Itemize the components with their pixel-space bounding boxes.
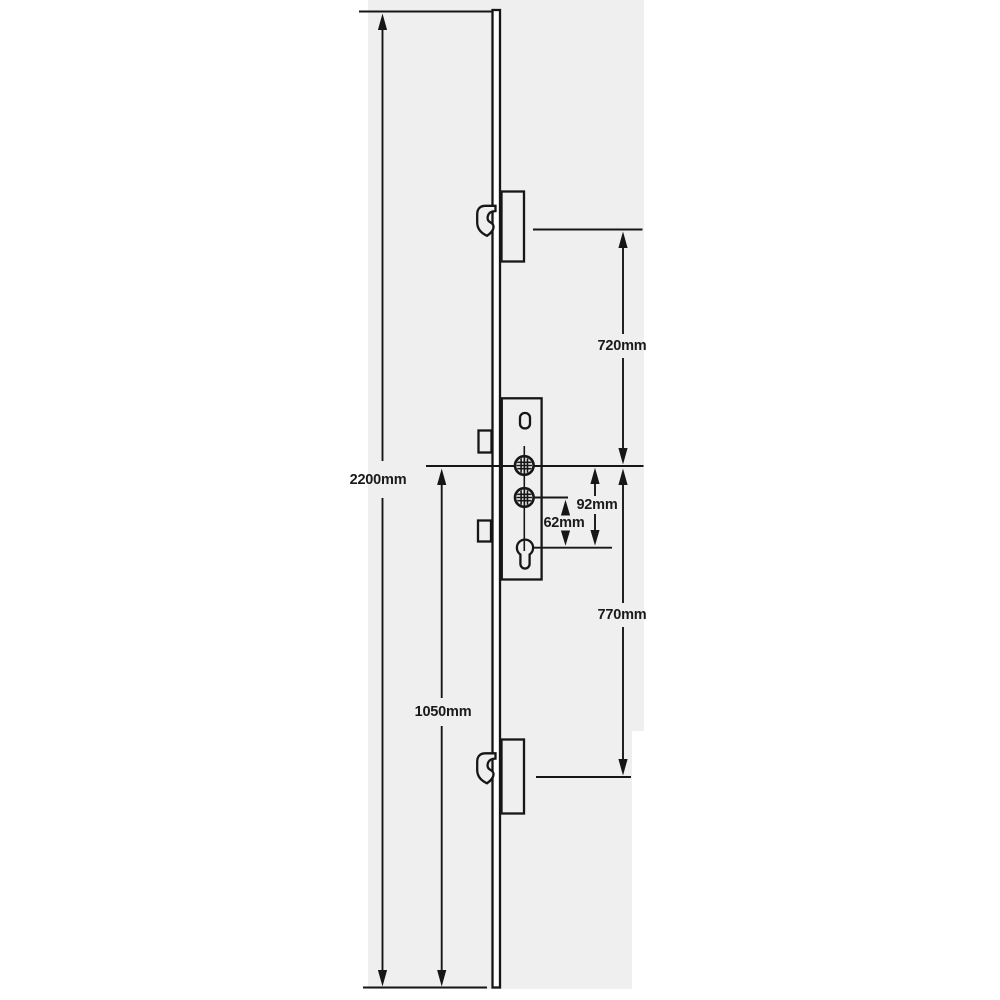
dimension-annotations <box>359 10 644 989</box>
dimension-label-center-to-cylinder: 92mm <box>576 497 618 513</box>
bottom-hook-bolt <box>476 752 497 785</box>
follower-slot <box>518 411 532 430</box>
dimension-label-top-hook-to-center: 720mm <box>597 338 647 354</box>
faceplate <box>491 8 502 989</box>
dimension-770mm <box>618 468 628 776</box>
bottom-hook-case <box>500 738 526 815</box>
lower-latch-cam <box>476 519 493 543</box>
dimension-2200mm <box>377 13 388 987</box>
top-hook-case <box>500 190 526 263</box>
cylinder-group <box>513 446 612 570</box>
dimension-92mm <box>590 467 600 546</box>
euro-cylinder-cutout <box>515 538 535 570</box>
dimension-label-spindle-to-cylinder: 62mm <box>543 515 585 531</box>
dimension-label-overall-length: 2200mm <box>349 472 407 488</box>
dimension-1050mm <box>437 468 447 987</box>
upper-latch-cam <box>477 429 493 454</box>
top-hook-bolt <box>476 204 497 238</box>
dimension-720mm <box>618 231 628 465</box>
dimension-label-center-to-bottom-hook: 770mm <box>597 607 647 623</box>
dimension-label-bottom-section: 1050mm <box>414 704 472 720</box>
panel-upper <box>368 0 644 731</box>
dimension-62mm <box>560 499 571 546</box>
